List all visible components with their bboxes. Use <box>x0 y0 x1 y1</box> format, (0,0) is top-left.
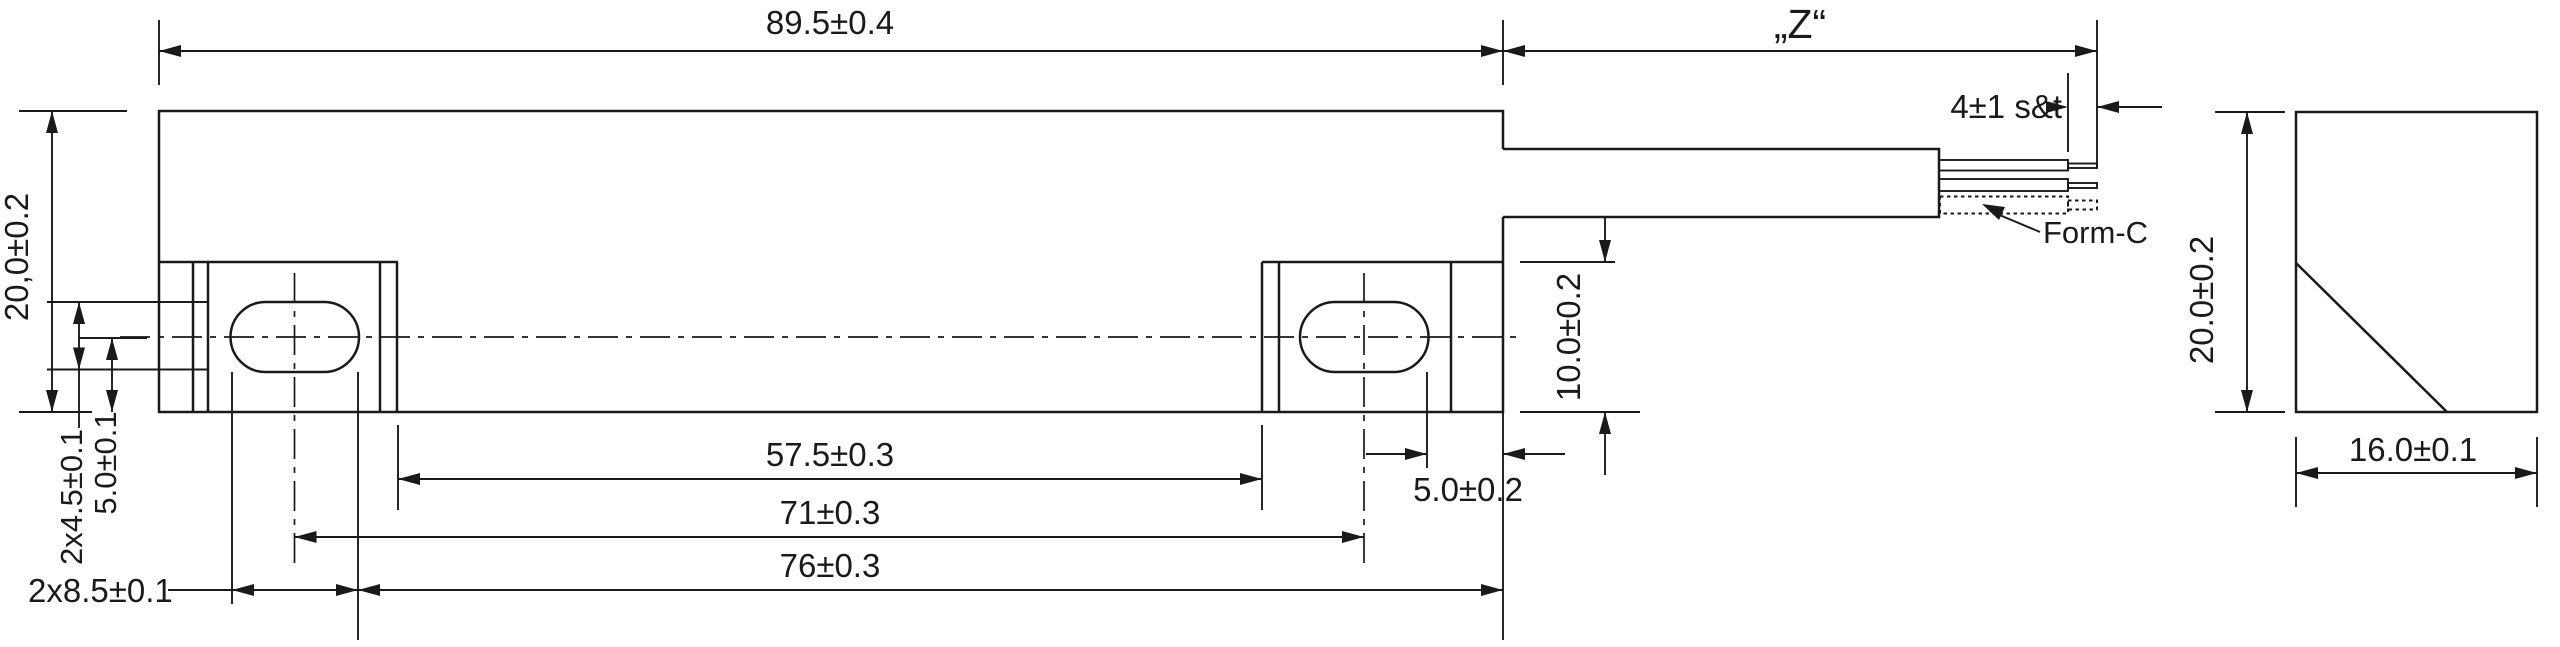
dim-axis-to-base: 5.0±0.1 <box>88 411 123 514</box>
cable-outline <box>1503 147 1941 219</box>
arrowhead <box>1503 448 1525 460</box>
end-view <box>2294 110 2539 414</box>
arrowhead <box>46 390 58 412</box>
arrowhead <box>2241 390 2253 412</box>
dim-base-height: 10.0±0.2 <box>1550 273 1587 401</box>
form-c-callout: Form-C <box>1982 204 2148 250</box>
dim-slot-edge-to-end: 5.0±0.2 <box>1413 471 1523 508</box>
wire-3-form-c-optional <box>1939 195 2069 215</box>
dim-tab-gap: 57.5±0.3 <box>766 436 894 473</box>
arrowhead <box>358 584 380 596</box>
dim-body-height: 20,0±0.2 <box>0 193 35 321</box>
end-view-chamfer-line <box>2295 262 2448 413</box>
dim-slot-length: 2x8.5±0.1 <box>28 572 173 609</box>
arrowhead <box>1599 240 1611 262</box>
dim-strip-tin: 4±1 s&t <box>1950 88 2062 125</box>
arrowhead <box>73 347 85 370</box>
dim-slot-centers: 71±0.3 <box>780 494 881 531</box>
end-view-outline <box>2294 110 2539 414</box>
wire-2-stripped-tip <box>2067 182 2098 189</box>
wire-1 <box>1938 159 2069 172</box>
arrowhead <box>398 473 420 485</box>
arrowhead <box>2075 45 2097 57</box>
arrowhead <box>232 584 254 596</box>
arrowhead <box>159 45 181 57</box>
arrowhead <box>336 584 358 596</box>
arrowhead <box>1503 45 1525 57</box>
arrowhead <box>1599 412 1611 434</box>
wire-3-stripped-tip <box>2067 199 2098 211</box>
arrowhead <box>106 338 118 360</box>
arrowhead <box>1405 448 1427 460</box>
arrowhead <box>2515 467 2537 479</box>
bottom-dimensions: 57.5±0.3 71±0.3 2x8.5±0.1 76±0.3 5.0±0.2 <box>28 372 1565 640</box>
arrowhead <box>294 531 317 543</box>
end-view-dimensions: 20.0±0.2 16.0±0.1 <box>2183 111 2538 507</box>
top-dimensions: 89.5±0.4 „Z“ 4±1 s&t <box>158 1 2162 168</box>
arrowhead <box>1240 473 1262 485</box>
arrowhead <box>1481 45 1503 57</box>
dim-overall-length: 89.5±0.4 <box>766 4 894 41</box>
arrowhead <box>1342 531 1364 543</box>
arrowhead <box>106 390 118 412</box>
side-view <box>120 109 1523 568</box>
arrowhead <box>2296 467 2318 479</box>
cable-assembly <box>1503 147 2098 219</box>
dim-slot-width: 2x4.5±0.1 <box>54 429 89 565</box>
dim-end-height: 20.0±0.2 <box>2183 236 2220 364</box>
left-dimensions: 20,0±0.2 2x4.5±0.1 5.0±0.1 <box>0 110 208 565</box>
arrowhead <box>2241 112 2253 134</box>
wire-1-stripped-tip <box>2067 162 2098 169</box>
wire-2 <box>1938 178 2069 192</box>
base-height-dimension: 10.0±0.2 <box>1520 217 1640 475</box>
form-c-label: Form-C <box>2043 215 2148 250</box>
arrowhead <box>2097 101 2119 113</box>
dim-z-length: „Z“ <box>1774 1 1826 47</box>
leader-arrowhead <box>1982 204 2005 220</box>
arrowhead <box>73 302 85 324</box>
arrowhead <box>46 111 58 133</box>
dim-end-width: 16.0±0.1 <box>2349 431 2477 468</box>
dim-slot-to-end: 76±0.3 <box>780 547 881 584</box>
arrowhead <box>2046 101 2068 113</box>
arrowhead <box>1481 584 1503 596</box>
